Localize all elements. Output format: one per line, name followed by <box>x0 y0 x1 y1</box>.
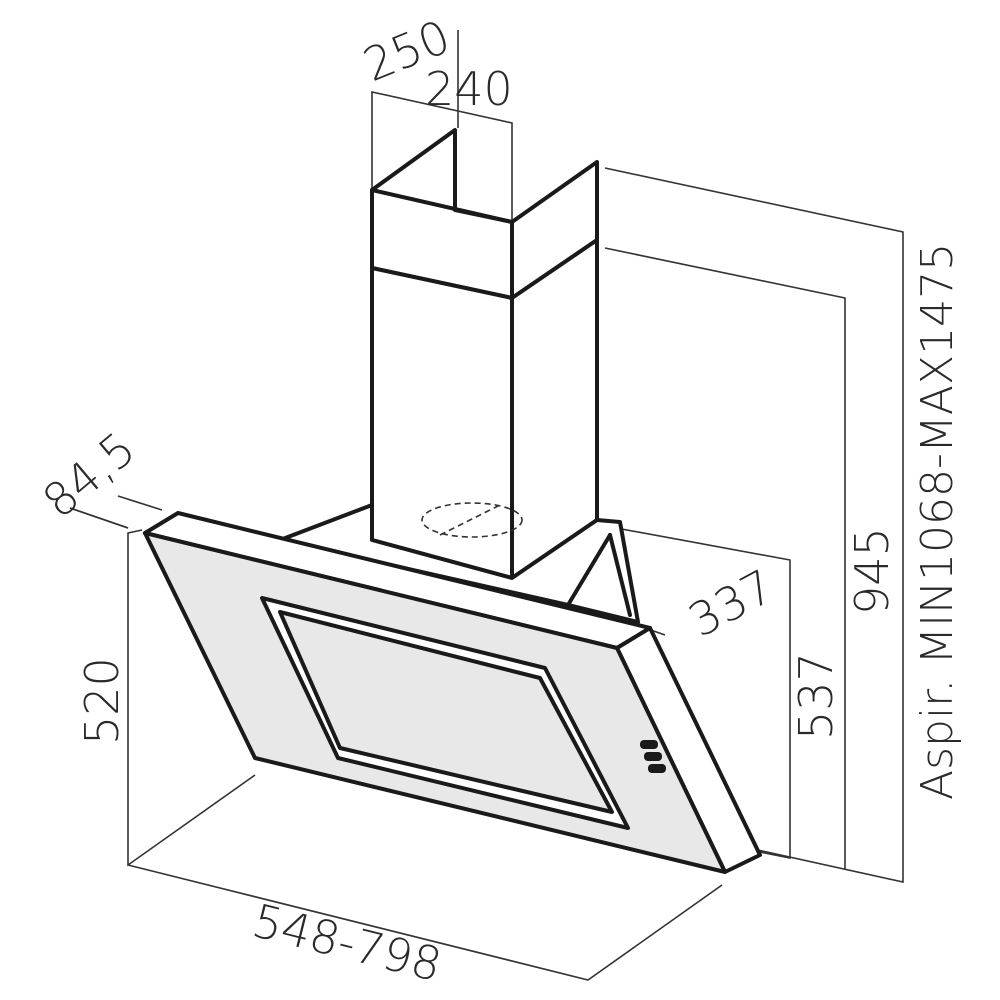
control-button-1 <box>640 740 658 749</box>
control-button-3 <box>648 764 666 773</box>
chimney-upper-edge <box>370 188 514 224</box>
label-548-798: 548-798 <box>247 893 447 992</box>
dim-line-250 <box>371 91 513 220</box>
chimney-lower-front <box>370 266 514 580</box>
dim-line-520 <box>127 529 256 867</box>
dim-line-945 <box>604 167 904 883</box>
label-84-5: 84,5 <box>32 421 145 528</box>
label-extraction: Aspir. MIN1068-MAX1475 <box>912 243 963 800</box>
housing-body <box>278 503 640 624</box>
dim-line-537 <box>599 524 791 859</box>
chimney <box>370 128 599 580</box>
outlet-diagonal <box>439 504 501 536</box>
housing-edge-2 <box>608 533 632 617</box>
control-button-2 <box>644 752 662 761</box>
label-240: 240 <box>425 62 513 116</box>
dim-line-84-5-b <box>117 495 163 511</box>
dim-line-548-798 <box>127 864 723 981</box>
label-337: 337 <box>680 559 783 648</box>
label-537: 537 <box>789 652 843 740</box>
label-520: 520 <box>75 657 129 745</box>
front-panel <box>143 511 762 874</box>
panel-window-inner <box>278 610 614 814</box>
motor-housing <box>278 502 640 624</box>
dimension-labels: 250 240 84,5 520 548-798 337 537 945 Asp… <box>32 9 963 992</box>
outlet-circle <box>421 502 523 538</box>
dim-line-537-outer <box>604 247 846 870</box>
dim-line-84-5-c <box>69 507 129 529</box>
housing-edge-1 <box>566 533 612 607</box>
label-945: 945 <box>845 527 899 615</box>
